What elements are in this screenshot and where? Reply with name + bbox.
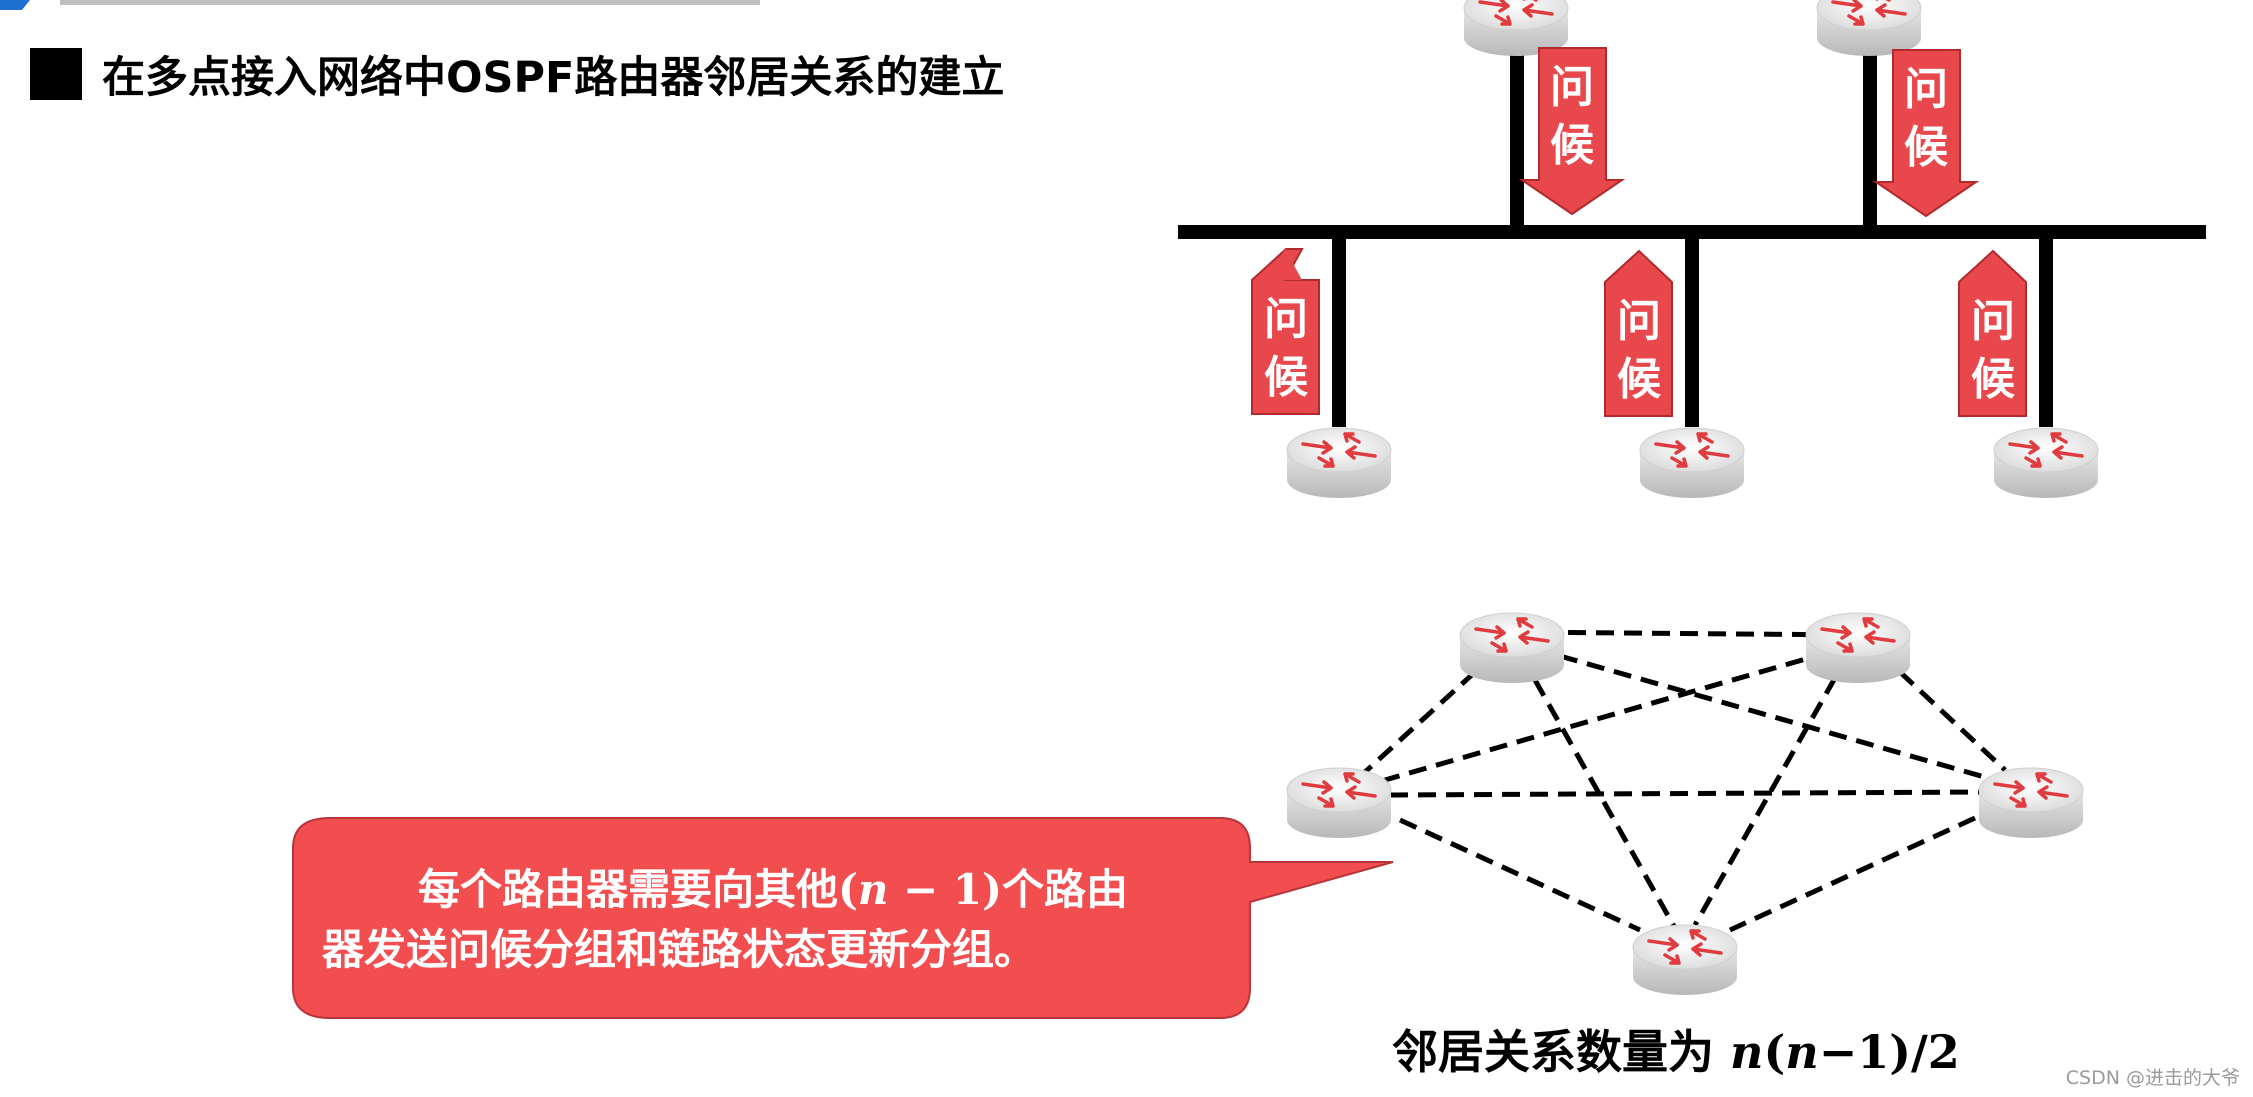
callout-line-1: 每个路由器需要向其他(n − 1)个路由 [418, 865, 1128, 914]
adjacency-link [1728, 815, 1977, 933]
hello-label-char: 候 [1550, 120, 1594, 171]
router-icon [1977, 766, 2085, 840]
hello-arrow-down: 问 候 [1872, 49, 1980, 218]
hello-arrow-up: 问 候 [1251, 248, 1320, 415]
mesh-network [1363, 629, 2007, 933]
adjacency-link [1384, 649, 1831, 783]
adjacency-link [1363, 670, 1477, 774]
drop-line-top-left [1510, 40, 1524, 232]
hello-label-char: 候 [1264, 352, 1308, 403]
callout-line-2: 器发送问候分组和链路状态更新分组。 [322, 925, 1036, 974]
watermark: CSDN @进击的大爷 [2066, 1067, 2240, 1089]
title-bullet-square [30, 48, 82, 100]
router-icon [1458, 611, 1566, 685]
adjacency-link [1389, 789, 1986, 798]
drop-line-bottom-1 [1332, 232, 1346, 427]
adjacency-link [1511, 629, 1859, 638]
adjacency-link [1398, 817, 1642, 933]
router-icon [1285, 766, 1393, 840]
adjacency-count-formula: 邻居关系数量为 n(n−1)/2 [1392, 1025, 1960, 1079]
hello-label-char: 问 [1971, 296, 2015, 347]
section-title: 在多点接入网络中OSPF路由器邻居关系的建立 [102, 53, 1004, 103]
drop-line-bottom-3 [2039, 232, 2053, 427]
hello-label-char: 问 [1550, 62, 1594, 113]
hello-arrow-up: 问 候 [1604, 249, 1673, 417]
adjacency-link [1692, 676, 1838, 927]
header-accent-shape [0, 0, 30, 10]
router-icon [1992, 426, 2100, 500]
adjacency-link [1898, 670, 2007, 772]
drop-line-bottom-2 [1685, 232, 1699, 427]
hello-label-char: 候 [1904, 122, 1948, 173]
drop-line-top-right [1863, 40, 1877, 232]
hello-label-char: 问 [1264, 294, 1308, 345]
router-icon [1815, 0, 1923, 58]
hello-arrow-down: 问 候 [1518, 47, 1626, 216]
hello-label-char: 问 [1617, 296, 1661, 347]
hello-label-char: 候 [1971, 354, 2015, 405]
router-icon [1804, 611, 1912, 685]
adjacency-link [1559, 653, 1996, 783]
adjacency-link [1532, 678, 1678, 930]
router-icon [1631, 923, 1739, 997]
hello-label-char: 候 [1617, 354, 1661, 405]
callout-bubble: 每个路由器需要向其他(n − 1)个路由 器发送问候分组和链路状态更新分组。 [292, 817, 1394, 1019]
header-remnant-bar [60, 0, 760, 5]
router-icon [1285, 426, 1393, 500]
hello-label-char: 问 [1904, 64, 1948, 115]
bus-network: 问 候 问 候 问 候 问 候 问 候 [1178, 0, 2206, 500]
hello-arrow-up: 问 候 [1958, 249, 2027, 417]
router-icon [1638, 426, 1746, 500]
